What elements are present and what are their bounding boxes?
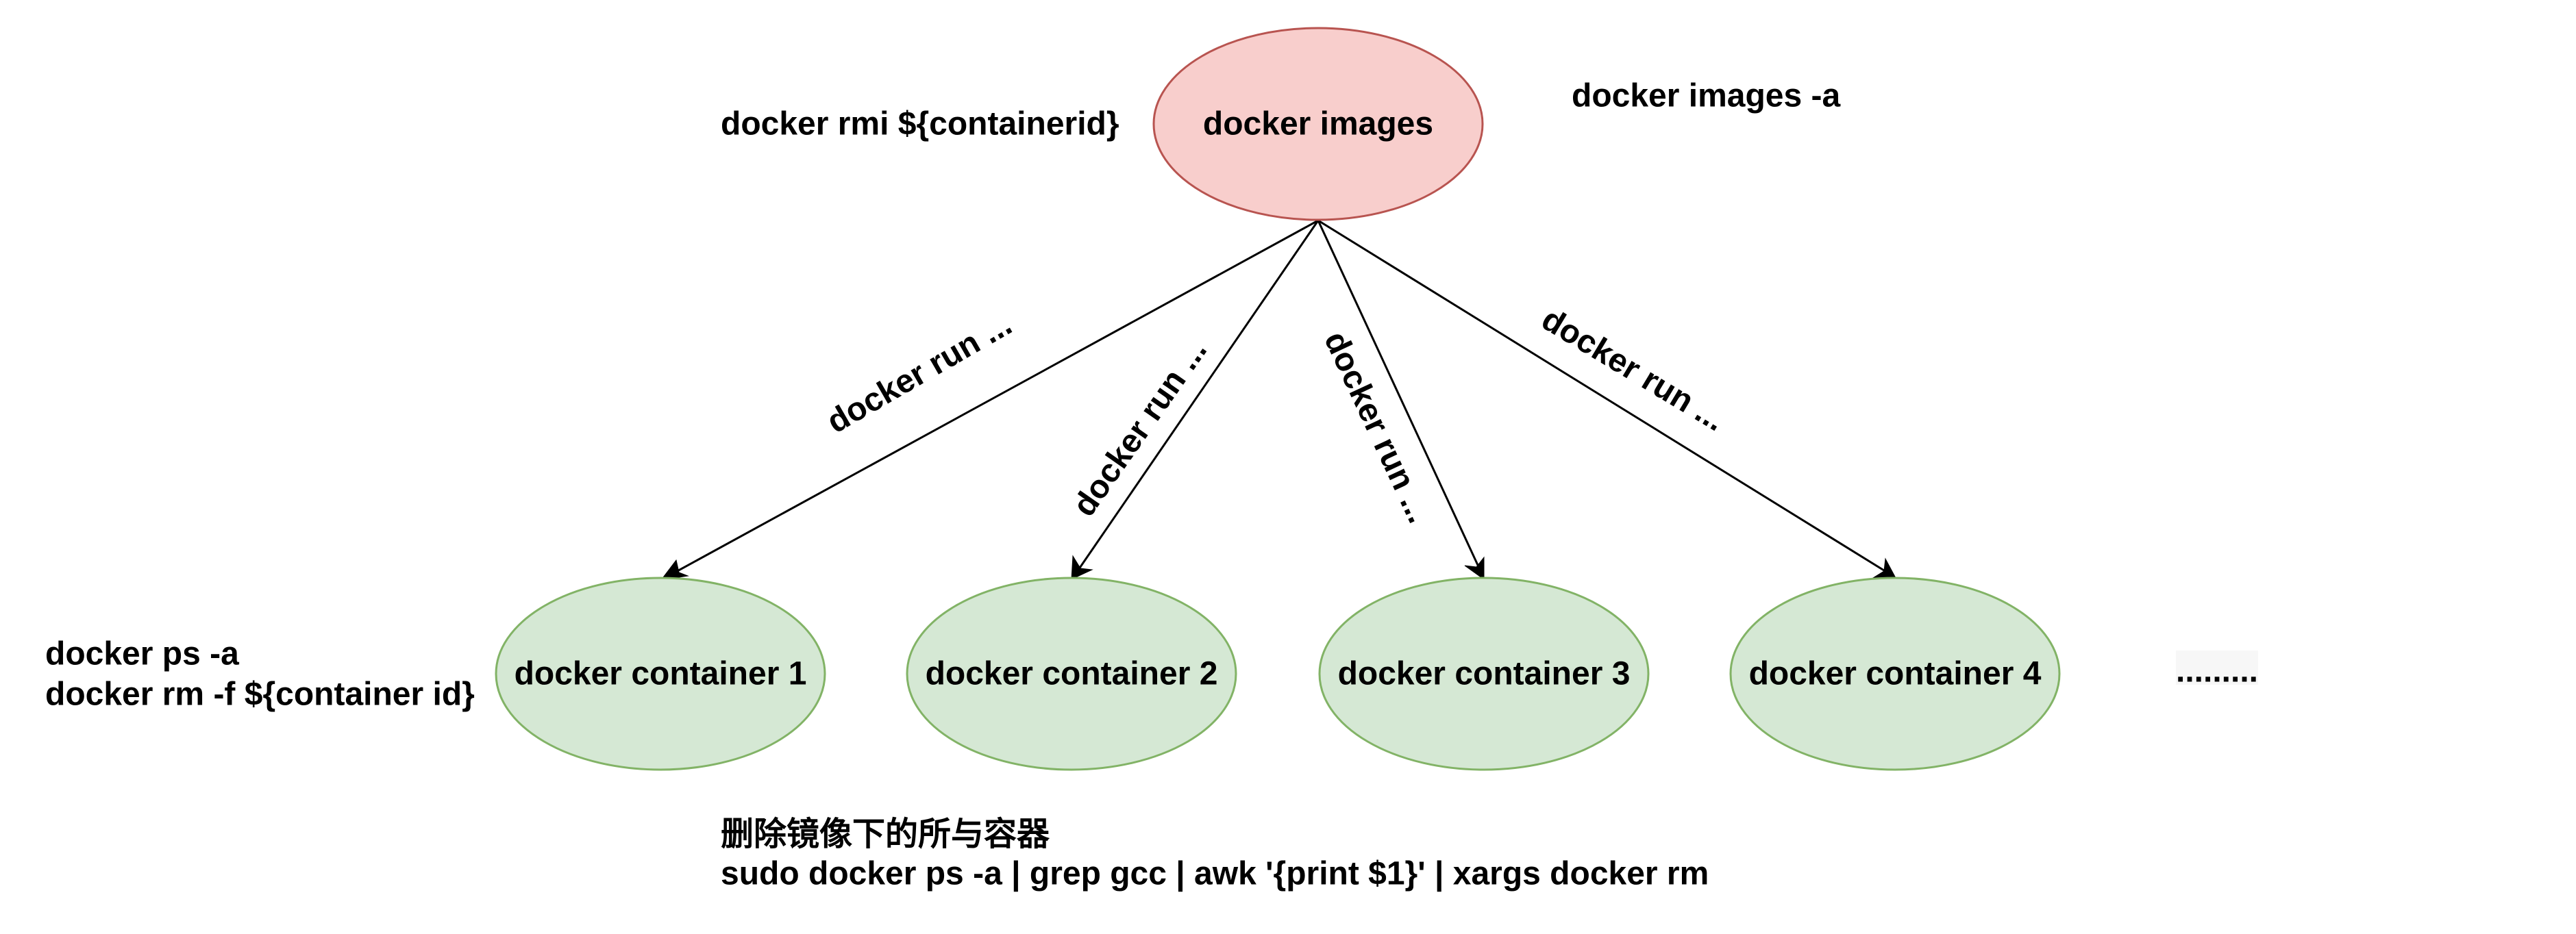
more-indicator-bg: [2176, 651, 2258, 685]
note-rmi: docker rmi ${containerid}: [721, 106, 1119, 142]
container-node-2: docker container 2: [906, 577, 1237, 771]
edge-label-4: docker run ...: [1535, 301, 1731, 439]
edge-label-1: docker run ...: [821, 306, 1018, 441]
note-ps: docker ps -a: [45, 636, 239, 672]
image-node: docker images: [1152, 27, 1484, 221]
edge-to-container-3: [1317, 220, 1483, 573]
container-ellipse: [1729, 577, 2061, 771]
note-rm: docker rm -f ${container id}: [45, 677, 475, 713]
edge-label-2: docker run ...: [1066, 333, 1214, 522]
edge-label-3: docker run ...: [1317, 326, 1437, 529]
container-ellipse: [1318, 577, 1650, 771]
edge-to-container-1: [667, 219, 1319, 578]
arrowheads: [660, 555, 1897, 581]
container-node-4: docker container 4: [1729, 577, 2061, 771]
arrowhead-4: [1872, 557, 1897, 580]
edge-to-container-4: [1317, 219, 1890, 575]
container-label: docker container 1: [515, 656, 807, 692]
image-ellipse: [1152, 27, 1484, 221]
image-label: docker images: [1203, 106, 1433, 142]
edge-to-container-2: [1074, 220, 1320, 575]
container-node-1: docker container 1: [495, 577, 826, 771]
note-delete-cmd: sudo docker ps -a | grep gcc | awk '{pri…: [721, 856, 1709, 892]
container-node-3: docker container 3: [1318, 577, 1650, 771]
arrowhead-1: [660, 559, 689, 581]
edges: [667, 219, 1890, 578]
container-label: docker container 4: [1749, 656, 2042, 692]
arrowhead-3: [1464, 556, 1485, 580]
container-label: docker container 3: [1338, 656, 1631, 692]
container-label: docker container 2: [926, 656, 1218, 692]
note-images-list: docker images -a: [1572, 78, 1840, 114]
container-ellipse: [495, 577, 826, 771]
more-indicator: .........: [2176, 653, 2258, 690]
container-ellipse: [906, 577, 1237, 771]
arrowhead-2: [1071, 555, 1093, 580]
note-delete-title: 删除镜像下的所与容器: [721, 815, 1050, 853]
